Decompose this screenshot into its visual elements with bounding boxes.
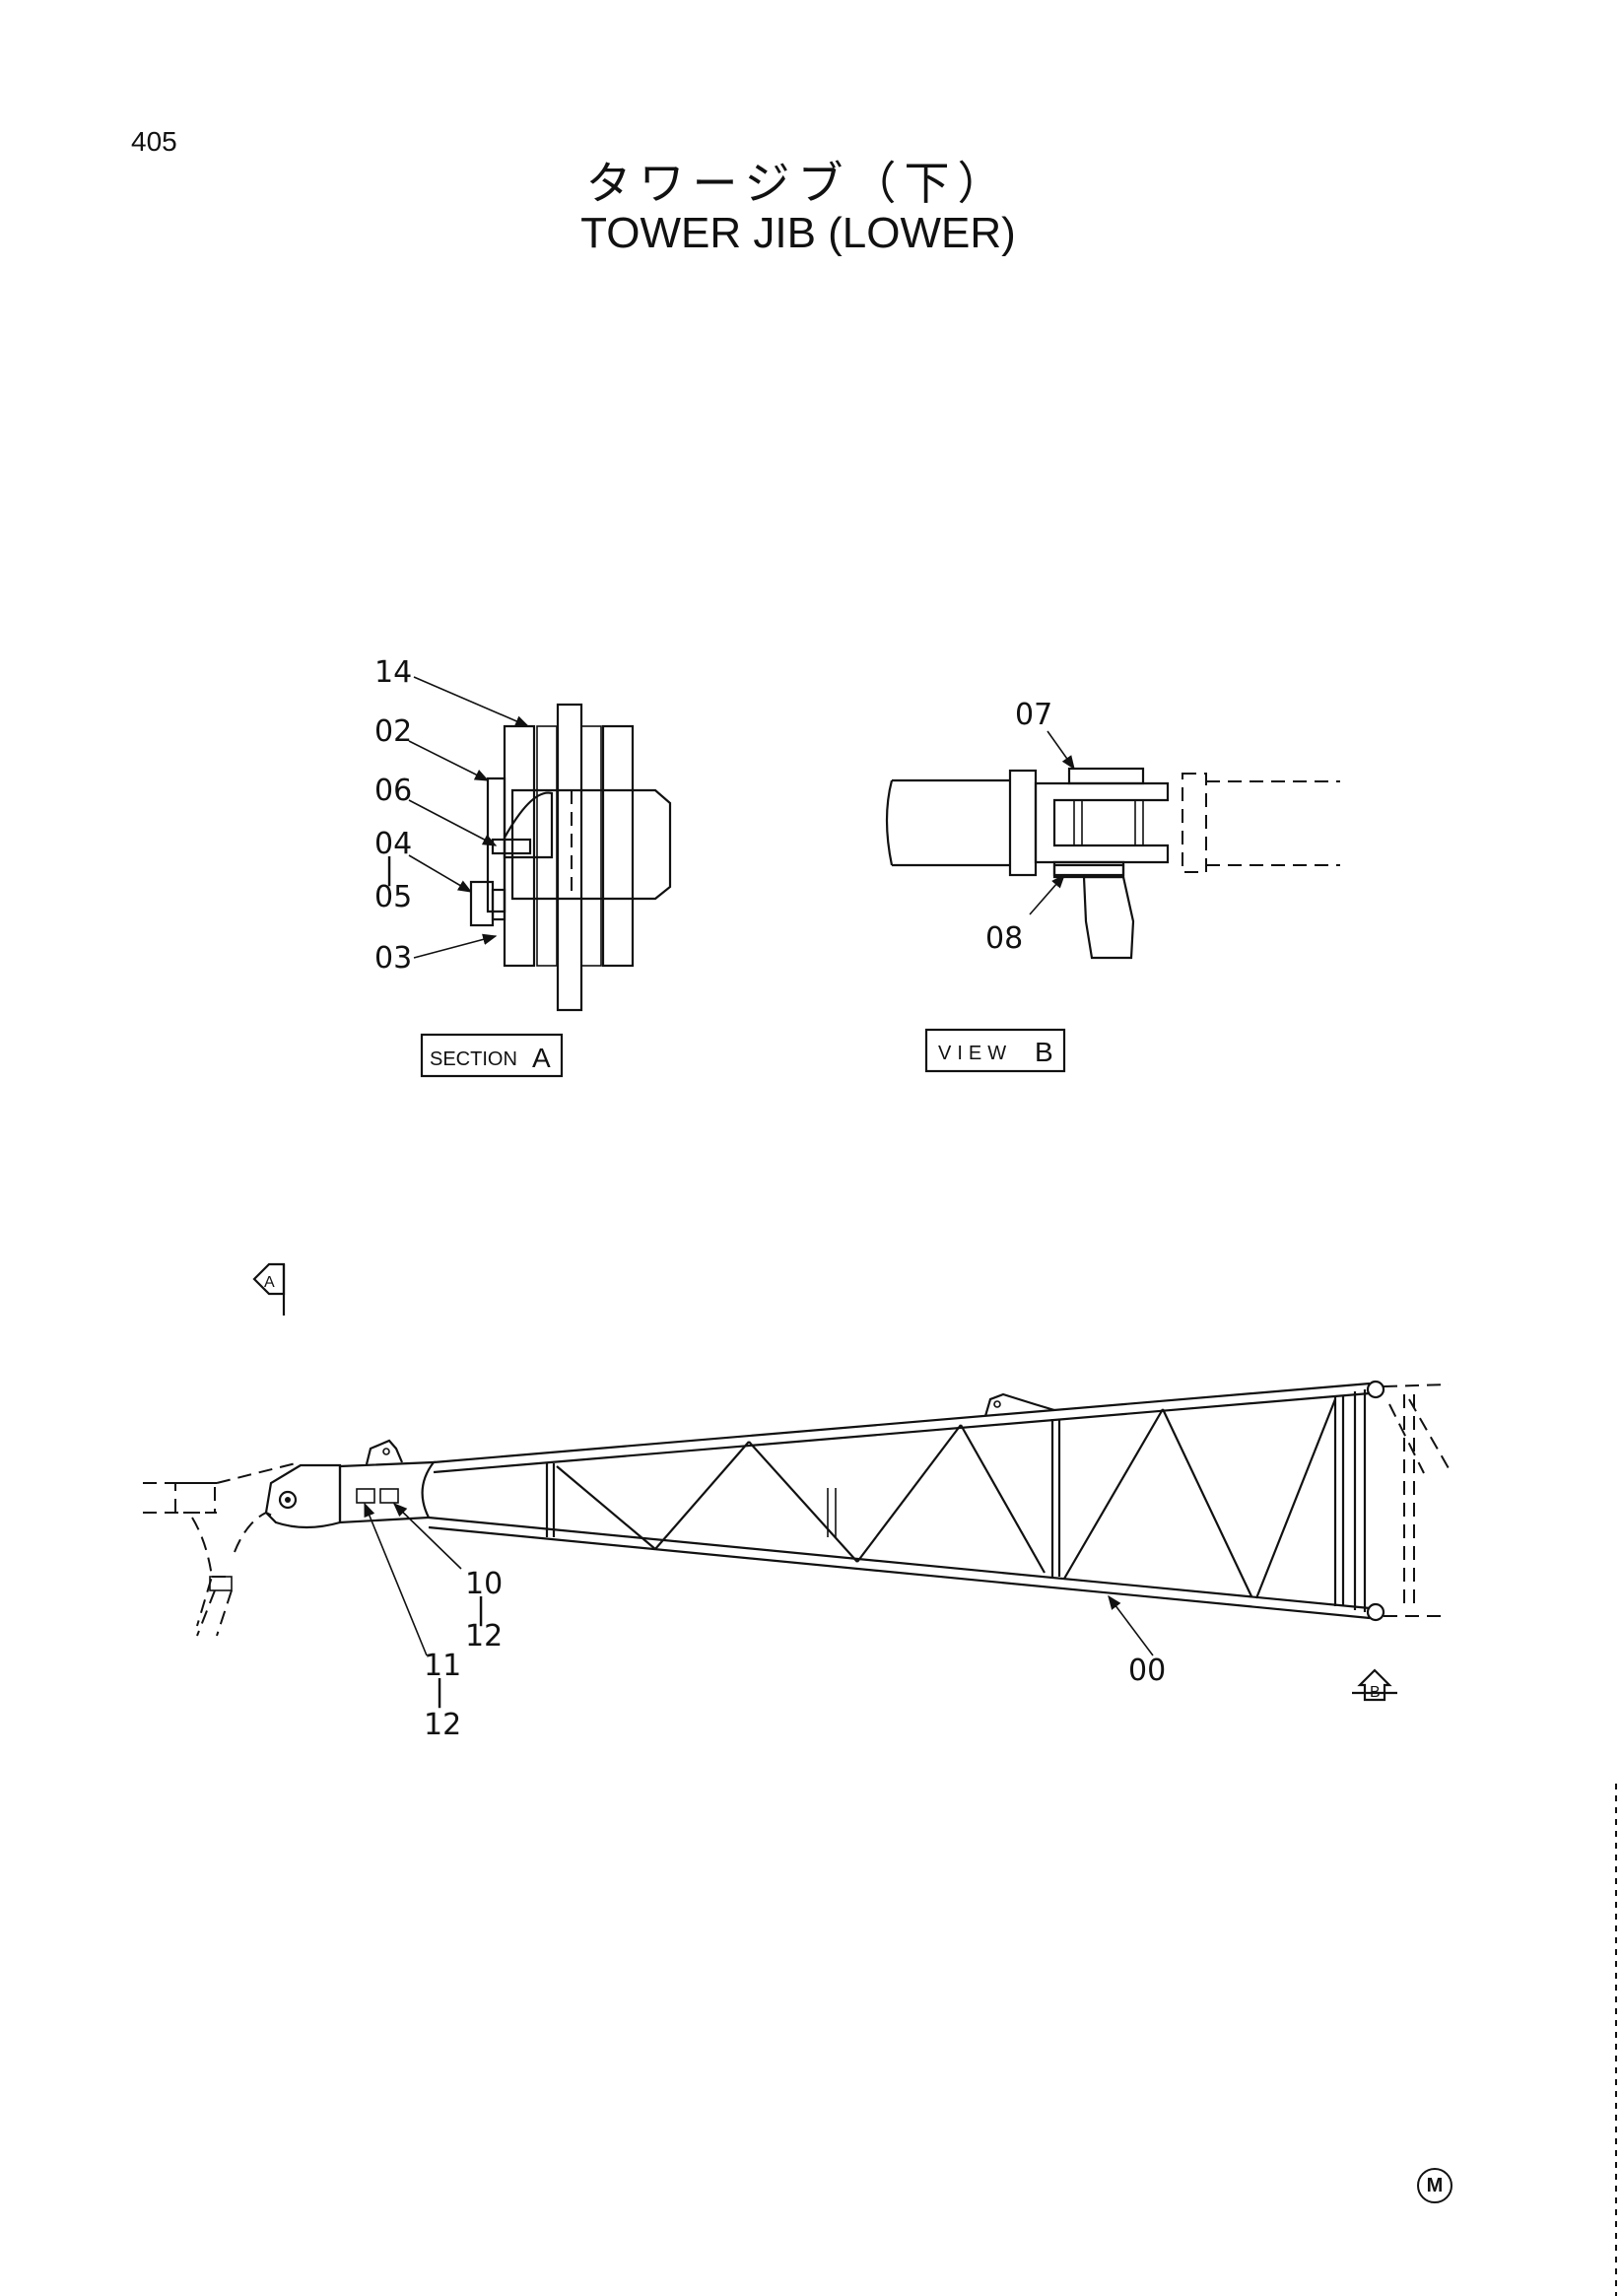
foot-bracket	[338, 1460, 437, 1524]
callout-07: 07	[1015, 698, 1052, 732]
view-word: VIEW	[938, 1043, 1012, 1064]
section-letter: A	[532, 1043, 551, 1073]
callout-06: 06	[374, 774, 412, 808]
callout-04-separator: |	[384, 852, 394, 887]
view-b-detail	[885, 767, 1340, 960]
tower-jib-assembly	[143, 1380, 1450, 1637]
plate-10	[356, 1488, 375, 1504]
page-number: 405	[131, 126, 177, 157]
callout-04: 04	[374, 827, 412, 861]
callout-10-12: 12	[465, 1619, 503, 1654]
view-arrow-a: A	[252, 1262, 286, 1316]
jib-callouts: 10 | 12 11 | 12 00	[364, 1502, 1166, 1742]
title-japanese: タワージブ（下）	[585, 157, 1011, 210]
callout-00: 00	[1128, 1654, 1166, 1688]
callout-02: 02	[374, 714, 412, 749]
center-web	[556, 703, 583, 1012]
pin-body	[510, 788, 672, 901]
callout-10-separator: |	[476, 1592, 486, 1627]
view-b-callouts: 07 08	[985, 698, 1075, 956]
section-a-detail	[469, 703, 672, 1012]
bolt-head	[469, 880, 495, 927]
callout-10: 10	[465, 1567, 503, 1601]
view-b-label: VIEW B	[924, 1028, 1066, 1073]
clevis	[1034, 781, 1170, 864]
lattice-members	[545, 1396, 1345, 1606]
retainer-wedge	[503, 791, 554, 859]
section-word: SECTION	[430, 1048, 517, 1070]
callout-03: 03	[374, 941, 412, 976]
outer-plate-right	[601, 724, 635, 968]
top-plate	[1067, 767, 1145, 785]
head-pin-bottom	[1366, 1602, 1385, 1622]
inner-plate-right	[580, 725, 602, 967]
section-a-callouts: 14 02 06 04 | 05 03	[374, 655, 530, 976]
callout-05: 05	[374, 880, 412, 914]
lock-plate	[491, 888, 507, 921]
title-english: TOWER JIB (LOWER)	[580, 209, 1016, 257]
callout-11-12: 12	[424, 1708, 461, 1742]
corner-mark: M	[1417, 2168, 1452, 2203]
section-a-label: SECTION A	[420, 1033, 564, 1078]
plate-11	[379, 1488, 399, 1504]
callout-11-separator: |	[435, 1674, 444, 1709]
set-screw	[491, 838, 532, 855]
lug	[1082, 875, 1135, 960]
inner-plate-left	[536, 725, 558, 967]
arrow-b-letter: B	[1370, 1684, 1381, 1701]
view-arrow-b: B	[1352, 1668, 1397, 1702]
callout-14: 14	[374, 655, 412, 690]
view-letter: B	[1035, 1037, 1053, 1067]
jib-foot	[264, 1463, 342, 1529]
collar-left	[1008, 769, 1038, 877]
clevis-window	[1073, 799, 1144, 846]
head-pin-top	[1366, 1380, 1385, 1399]
pin-head	[1052, 863, 1125, 877]
end-plate	[486, 777, 507, 913]
arrow-a-letter: A	[264, 1274, 275, 1291]
callout-11: 11	[424, 1649, 461, 1683]
callout-08: 08	[985, 921, 1023, 956]
